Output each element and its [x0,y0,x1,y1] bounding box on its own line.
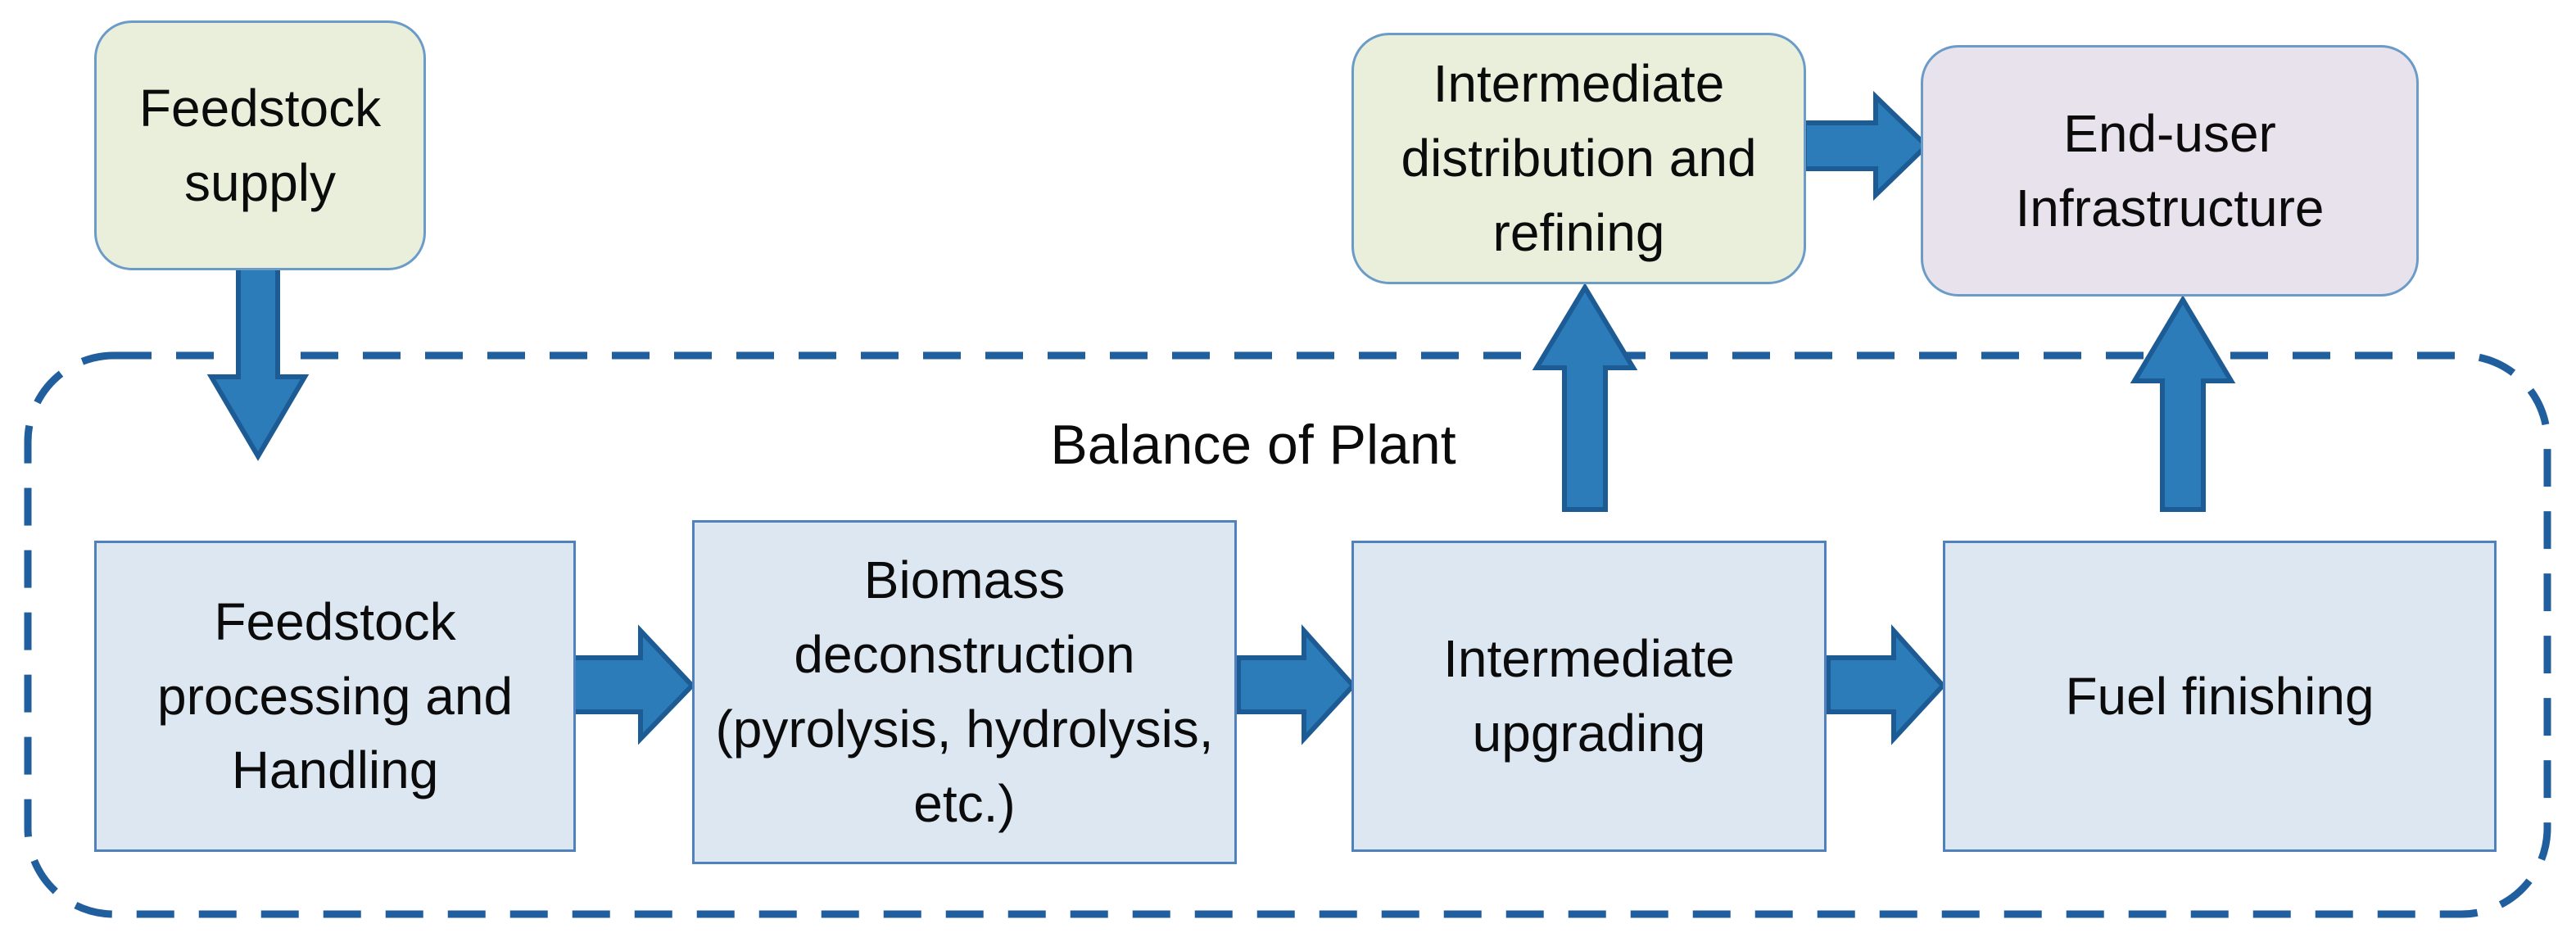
node-feedstock-processing: Feedstock processing and Handling [94,541,576,852]
balance-of-plant-dashed-boundary [24,351,2551,918]
node-biomass-deconstruction: Biomass deconstruction (pyrolysis, hydro… [692,520,1237,864]
node-feedstock-processing-label: Feedstock processing and Handling [156,591,514,800]
arrow-intermediate-distribution-to-end-user-infrastructure [1802,90,1931,202]
node-intermediate-upgrading-label: Intermediate upgrading [1443,629,1735,763]
arrow-intermediate-upgrading-to-fuel-finishing [1826,624,1947,745]
arrow-feedstock-processing-to-biomass-deconstruction [571,624,696,745]
balance-of-plant-label: Balance of Plant [1050,414,1456,476]
node-feedstock-supply: Feedstock supply [94,20,426,270]
node-fuel-finishing-label: Fuel finishing [2065,666,2375,726]
node-intermediate-distribution-label: Intermediate distribution and refining [1401,54,1757,262]
node-end-user-infrastructure: End-user Infrastructure [1921,45,2419,297]
node-biomass-deconstruction-label: Biomass deconstruction (pyrolysis, hydro… [715,550,1214,833]
node-feedstock-supply-label: Feedstock supply [138,78,382,212]
node-fuel-finishing: Fuel finishing [1943,541,2497,852]
arrow-intermediate-upgrading-to-intermediate-distribution [1532,283,1638,512]
arrow-fuel-finishing-to-end-user-infrastructure [2130,295,2236,512]
arrow-biomass-deconstruction-to-intermediate-upgrading [1236,624,1357,745]
arrow-feedstock-supply-to-feedstock-processing [206,261,310,461]
node-intermediate-distribution: Intermediate distribution and refining [1351,33,1806,284]
node-intermediate-upgrading: Intermediate upgrading [1351,541,1827,852]
node-end-user-infrastructure-label: End-user Infrastructure [2015,103,2325,238]
